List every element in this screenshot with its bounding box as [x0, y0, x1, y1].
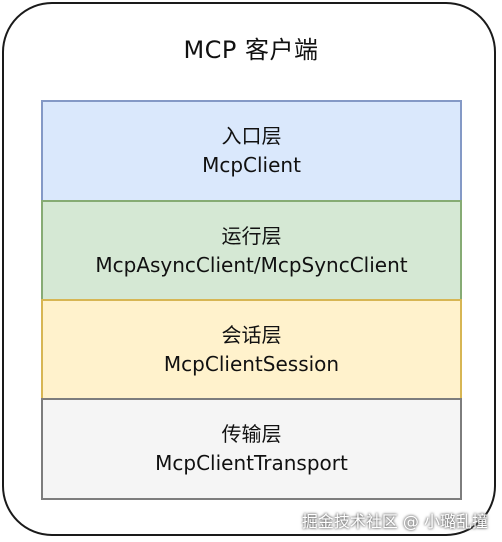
layer-transport-component: McpClientTransport — [155, 451, 348, 475]
layer-entry: 入口层 McpClient — [41, 100, 462, 202]
layer-runtime: 运行层 McpAsyncClient/McpSyncClient — [41, 200, 462, 301]
diagram-title: MCP 客户端 — [183, 36, 319, 64]
layer-transport-name: 传输层 — [221, 422, 282, 446]
layer-session-name: 会话层 — [221, 322, 282, 347]
layer-stack: 入口层 McpClient 运行层 McpAsyncClient/McpSync… — [41, 100, 462, 500]
layer-entry-component: McpClient — [202, 153, 301, 177]
layer-transport: 传输层 McpClientTransport — [41, 398, 462, 500]
layer-runtime-name: 运行层 — [221, 223, 282, 248]
layer-session: 会话层 McpClientSession — [41, 299, 462, 400]
watermark: 掘金技术社区 @ 小璐乱撞 — [301, 512, 488, 531]
layer-session-component: McpClientSession — [163, 351, 340, 376]
layer-entry-name: 入口层 — [221, 124, 282, 148]
layer-runtime-component: McpAsyncClient/McpSyncClient — [95, 252, 408, 277]
